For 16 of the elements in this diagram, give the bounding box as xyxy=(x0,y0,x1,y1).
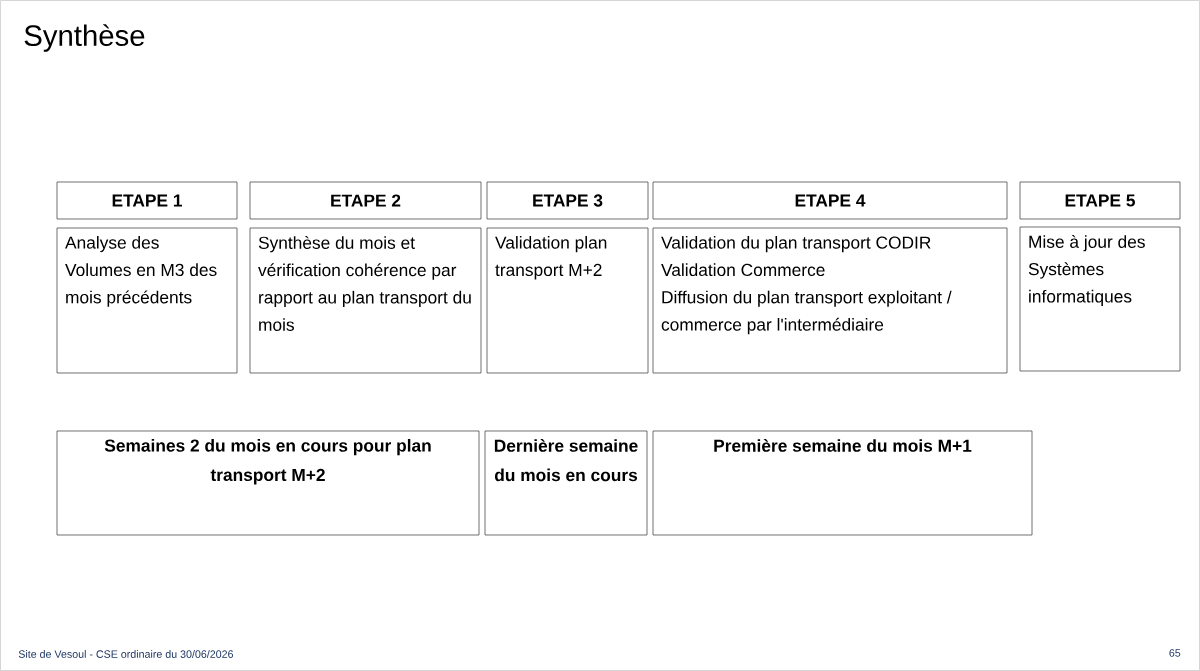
title: Synthèse xyxy=(24,24,145,52)
step-description-box: Synthèse du mois et vérification cohérence par rapport au plan transport du mois xyxy=(249,227,482,374)
step-header-box: ETAPE 4 xyxy=(652,181,1008,220)
step-description-box: Validation plan transport M+2 xyxy=(486,227,649,374)
timing-box: Dernière semaine du mois en cours xyxy=(484,430,648,536)
step-description-box: Validation du plan transport CODIR Validation Commerce Diffusion du plan transport exploitant / commerce par l'intermédiaire xyxy=(652,227,1008,374)
timing-box: Semaines 2 du mois en cours pour plan transport M+2 xyxy=(56,430,480,536)
step-description-box: Analyse des Volumes en M3 des mois précédents xyxy=(56,227,238,374)
step-header-box: ETAPE 1 xyxy=(56,181,238,220)
step-description-box: Mise à jour des Systèmes informatiques xyxy=(1019,226,1181,372)
step-header-box: ETAPE 2 xyxy=(249,181,482,220)
timing-box: Première semaine du mois M+1 xyxy=(652,430,1033,536)
step-header-box: ETAPE 3 xyxy=(486,181,649,220)
step-header-box: ETAPE 5 xyxy=(1019,181,1181,220)
footer-text: Site de Vesoul - CSE ordinaire du 30/06/2026 xyxy=(18,650,233,658)
page-number: 65 xyxy=(1169,649,1181,657)
